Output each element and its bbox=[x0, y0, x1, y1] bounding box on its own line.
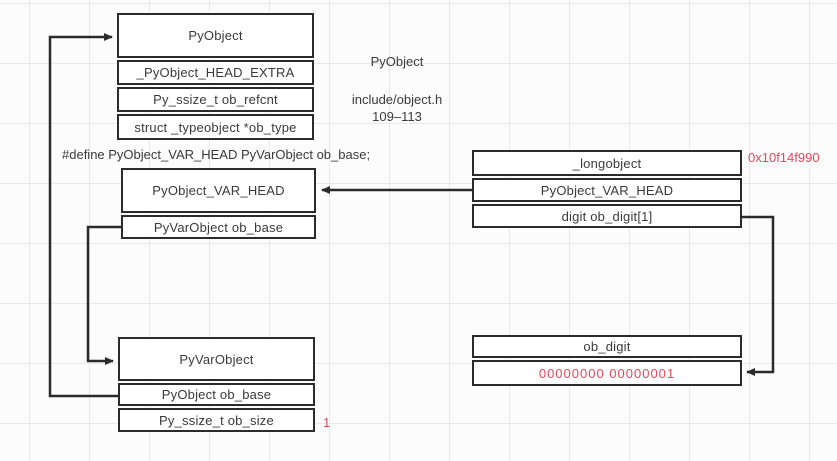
varhead-title: PyObject_VAR_HEAD bbox=[121, 168, 316, 213]
pyobject-struct-box: PyObject _PyObject_HEAD_EXTRA Py_ssize_t… bbox=[117, 13, 314, 140]
longobject-row-varhead: PyObject_VAR_HEAD bbox=[472, 178, 742, 202]
obsize-value-label: 1 bbox=[323, 415, 331, 430]
longobject-row-obdigit: digit ob_digit[1] bbox=[472, 204, 742, 228]
pyobject-row-obtype: struct _typeobject *ob_type bbox=[117, 114, 314, 140]
longobject-struct-box: _longobject PyObject_VAR_HEAD digit ob_d… bbox=[472, 150, 742, 228]
arrow-obdigit-to-value bbox=[742, 215, 775, 376]
source-note-spacer bbox=[332, 70, 462, 91]
pyobject-row-refcnt: Py_ssize_t ob_refcnt bbox=[117, 87, 314, 112]
source-note-struct: PyObject bbox=[370, 54, 424, 69]
source-note: PyObject include/object.h 109–113 bbox=[332, 53, 462, 125]
pyvarobject-row-obsize: Py_ssize_t ob_size bbox=[118, 408, 315, 432]
pyvarobject-row-obbase: PyObject ob_base bbox=[118, 383, 315, 406]
pyvarobject-struct-box: PyVarObject PyObject ob_base Py_ssize_t … bbox=[118, 337, 315, 432]
longobject-title: _longobject bbox=[472, 150, 742, 176]
memory-address-label: 0x10f14f990 bbox=[748, 150, 820, 165]
arrow-obbase-to-pyobject bbox=[48, 33, 118, 398]
varhead-row-obbase: PyVarObject ob_base bbox=[121, 215, 316, 239]
source-note-lines: 109–113 bbox=[372, 109, 422, 124]
arrow-varhead-to-pyvarobject bbox=[86, 225, 121, 365]
define-annotation: #define PyObject_VAR_HEAD PyVarObject ob… bbox=[62, 147, 371, 162]
pyobject-row-head-extra: _PyObject_HEAD_EXTRA bbox=[117, 60, 314, 85]
pyobject-title: PyObject bbox=[117, 13, 314, 58]
obdigit-title: ob_digit bbox=[472, 335, 742, 358]
obdigit-binary-value: 00000000 00000001 bbox=[472, 360, 742, 386]
obdigit-value-box: ob_digit 00000000 00000001 bbox=[472, 335, 742, 386]
source-note-file: include/object.h bbox=[351, 92, 443, 107]
pyvarobject-title: PyVarObject bbox=[118, 337, 315, 381]
varhead-macro-box: PyObject_VAR_HEAD PyVarObject ob_base bbox=[121, 168, 316, 239]
